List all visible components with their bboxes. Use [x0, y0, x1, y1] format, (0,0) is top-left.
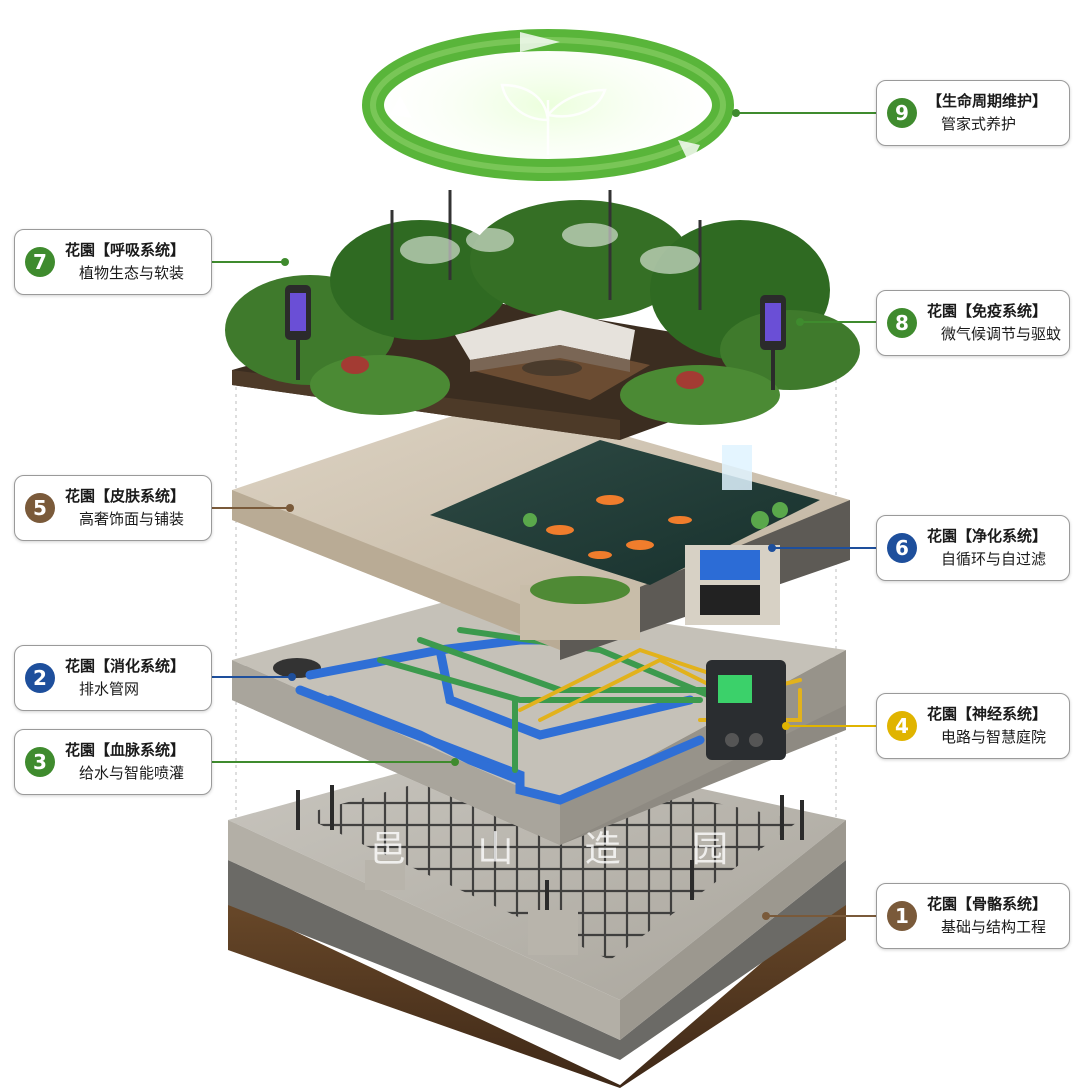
foundation-layer: [228, 745, 846, 1088]
callout-subtitle: 管家式养护: [941, 115, 1017, 133]
paving-pond-layer: [232, 400, 850, 660]
rebar-posts: [296, 785, 804, 925]
callout-skin-system: 5 花園【皮肤系统】高奢饰面与铺装: [14, 475, 212, 541]
koi-fish: [546, 495, 692, 559]
callout-immune-system: 8 花園【免疫系统】微气候调节与驱蚊: [876, 290, 1070, 356]
smart-control-box: [706, 660, 786, 760]
maintenance-cycle-ring: [348, 15, 748, 195]
callout-title: 花園【呼吸系统】: [65, 241, 186, 259]
callout-subtitle: 给水与智能喷灌: [79, 764, 185, 782]
guide-lines: [235, 380, 837, 900]
drain-pipes: [295, 635, 705, 805]
leaf-icon: [500, 83, 607, 156]
callout-subtitle: 基础与结构工程: [941, 918, 1047, 936]
callout-title: 花園【免疫系统】: [927, 302, 1048, 320]
planting-layer: [225, 190, 860, 440]
callout-subtitle: 自循环与自过滤: [941, 550, 1047, 568]
mist: [400, 223, 700, 274]
watermark-char: 山: [477, 829, 516, 870]
badge-number: 7: [25, 247, 55, 277]
badge-number: 2: [25, 663, 55, 693]
watermark: 邑 山 造 园: [370, 820, 730, 872]
callout-title: 花園【消化系统】: [65, 657, 186, 675]
callout-blood-system: 3 花園【血脉系统】给水与智能喷灌: [14, 729, 212, 795]
badge-number: 9: [887, 98, 917, 128]
callout-maintenance: 9 【生命周期维护】管家式养护: [876, 80, 1070, 146]
red-foliage: [341, 356, 704, 389]
connector-lines: [212, 109, 876, 920]
watermark-char: 邑: [370, 829, 409, 870]
badge-number: 4: [887, 711, 917, 741]
callout-skeletal-system: 1 花園【骨骼系统】基础与结构工程: [876, 883, 1070, 949]
callout-subtitle: 植物生态与软装: [79, 264, 185, 282]
mosquito-lamps: [285, 285, 786, 390]
callout-subtitle: 电路与智慧庭院: [941, 728, 1047, 746]
badge-number: 3: [25, 747, 55, 777]
pipe-layer: [232, 595, 846, 845]
watermark-char: 园: [691, 829, 730, 870]
lily-pads: [523, 502, 788, 529]
filter-box: [685, 545, 780, 625]
callout-subtitle: 排水管网: [79, 680, 140, 698]
mist-poles: [390, 190, 702, 320]
callout-title: 花園【骨骼系统】: [927, 895, 1048, 913]
outdoor-sofa: [455, 310, 635, 376]
callout-title: 【生命周期维护】: [927, 92, 1048, 110]
badge-number: 5: [25, 493, 55, 523]
callout-subtitle: 微气候调节与驱蚊: [941, 325, 1062, 343]
badge-number: 8: [887, 308, 917, 338]
badge-number: 6: [887, 533, 917, 563]
callout-purification-system: 6 花園【净化系统】自循环与自过滤: [876, 515, 1070, 581]
callout-title: 花園【血脉系统】: [65, 741, 186, 759]
watermark-char: 造: [584, 829, 623, 870]
callout-nervous-system: 4 花園【神经系统】电路与智慧庭院: [876, 693, 1070, 759]
callout-respiratory-system: 7 花園【呼吸系统】植物生态与软装: [14, 229, 212, 295]
callout-subtitle: 高奢饰面与铺装: [79, 510, 185, 528]
callout-digestive-system: 2 花園【消化系统】排水管网: [14, 645, 212, 711]
badge-number: 1: [887, 901, 917, 931]
callout-title: 花園【神经系统】: [927, 705, 1048, 723]
callout-title: 花園【净化系统】: [927, 527, 1048, 545]
callout-title: 花園【皮肤系统】: [65, 487, 186, 505]
